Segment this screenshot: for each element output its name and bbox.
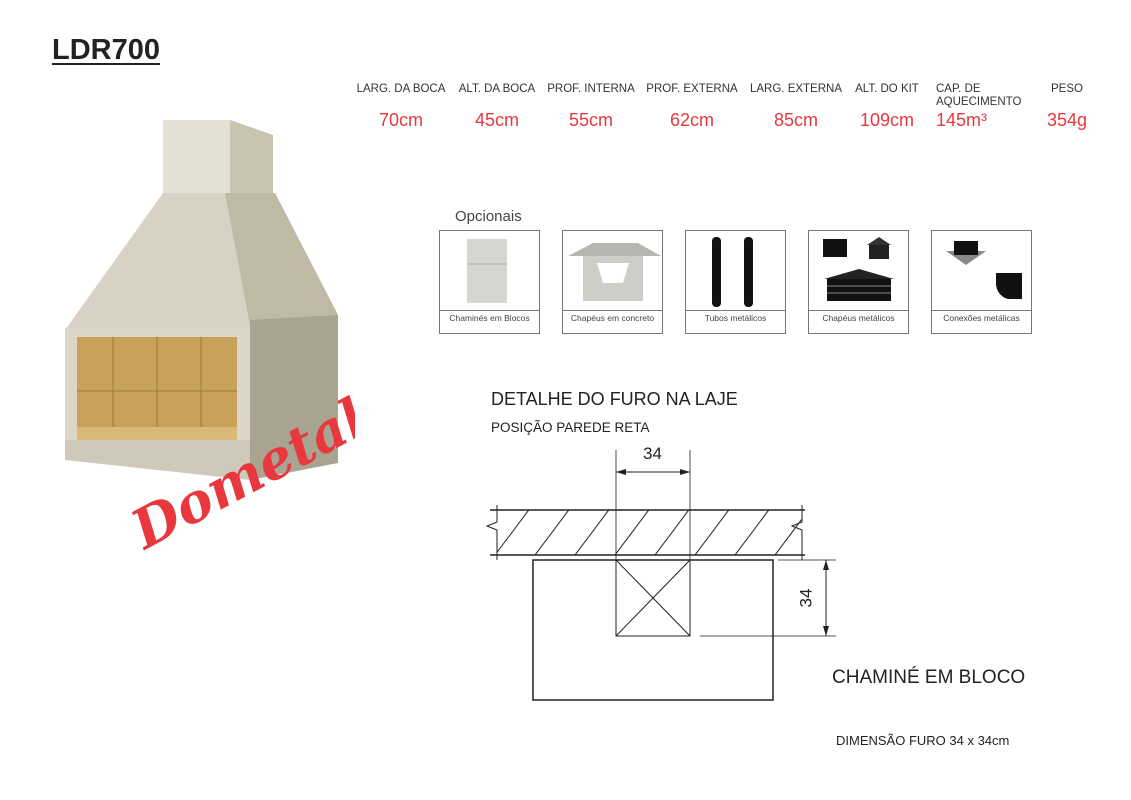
- block-label: CHAMINÉ EM BLOCO: [832, 667, 1026, 688]
- spec-larg-externa: LARG. EXTERNA 85cm: [749, 83, 843, 130]
- optional-metal-caps[interactable]: Chapéus metálicos: [808, 230, 909, 334]
- spec-value: 85cm: [773, 110, 818, 130]
- spec-value: 354g: [1046, 110, 1088, 130]
- metal-tubes-icon: [712, 237, 753, 307]
- spec-larg-boca: LARG. DA BOCA 70cm: [356, 83, 446, 130]
- optional-label: Conexões metálicas: [943, 313, 1020, 323]
- spec-alt-kit: ALT. DO KIT 109cm: [853, 83, 921, 130]
- spec-label: LARG. EXTERNA: [749, 83, 843, 95]
- chimney-block-outline: [532, 559, 774, 701]
- spec-label: PROF. EXTERNA: [646, 83, 738, 95]
- break-mark-left: [485, 505, 498, 560]
- hood-side: [225, 193, 338, 325]
- optional-label: Chapéus em concreto: [570, 313, 655, 323]
- spec-value: 62cm: [669, 110, 714, 130]
- optional-label: Chapéus metálicos: [822, 313, 895, 323]
- spec-value: 70cm: [378, 110, 423, 130]
- metal-connections-icon: [946, 241, 1022, 299]
- metal-caps-icon: [823, 237, 894, 301]
- spec-alt-boca: ALT. DA BOCA 45cm: [456, 83, 538, 130]
- optionals-heading: Opcionais: [455, 208, 522, 225]
- detail-subtitle: POSIÇÃO PAREDE RETA: [491, 420, 650, 435]
- hole-dimension-note: DIMENSÃO FURO 34 x 34cm: [836, 733, 1010, 748]
- spec-label: LARG. DA BOCA: [356, 83, 446, 95]
- break-mark-right: [790, 505, 803, 560]
- chimney-side: [230, 120, 273, 195]
- concrete-chimney-block-icon: [467, 239, 507, 303]
- optional-concrete-caps[interactable]: Chapéus em concreto: [562, 230, 663, 334]
- spec-value: 55cm: [568, 110, 613, 130]
- optional-metal-tubes[interactable]: Tubos metálicos: [685, 230, 786, 334]
- body-side: [250, 315, 338, 480]
- optional-metal-connections[interactable]: Conexões metálicas: [931, 230, 1032, 334]
- spec-label: CAP. DE AQUECIMENTO: [936, 83, 1022, 108]
- optional-label: Tubos metálicos: [704, 313, 767, 323]
- optional-chimney-blocks[interactable]: Chaminés em Blocos: [439, 230, 540, 334]
- product-title: LDR700: [52, 34, 160, 66]
- spec-label: PESO: [1051, 83, 1083, 95]
- spec-peso: PESO 354g: [1045, 83, 1089, 130]
- spec-value: 145m³: [936, 110, 988, 130]
- spec-value: 45cm: [474, 110, 519, 130]
- spec-prof-externa: PROF. EXTERNA 62cm: [646, 83, 738, 130]
- dimension-width-label: 34: [643, 444, 662, 463]
- spec-label: ALT. DO KIT: [855, 83, 919, 95]
- hole-square: [615, 559, 691, 637]
- spec-label: ALT. DA BOCA: [458, 83, 536, 95]
- detail-title: DETALHE DO FURO NA LAJE: [491, 389, 738, 409]
- firebrick-lines: [77, 337, 237, 427]
- spec-value: 109cm: [859, 110, 915, 130]
- slab-hatch: [497, 510, 802, 555]
- dimension-height-label: 34: [796, 588, 816, 608]
- spec-prof-interna: PROF. INTERNA 55cm: [546, 83, 636, 130]
- base: [65, 440, 250, 480]
- concrete-cap-icon: [568, 243, 661, 301]
- spec-label: PROF. INTERNA: [547, 83, 635, 95]
- fireplace-illustration: Dometal: [65, 120, 355, 555]
- optional-label: Chaminés em Blocos: [449, 313, 530, 323]
